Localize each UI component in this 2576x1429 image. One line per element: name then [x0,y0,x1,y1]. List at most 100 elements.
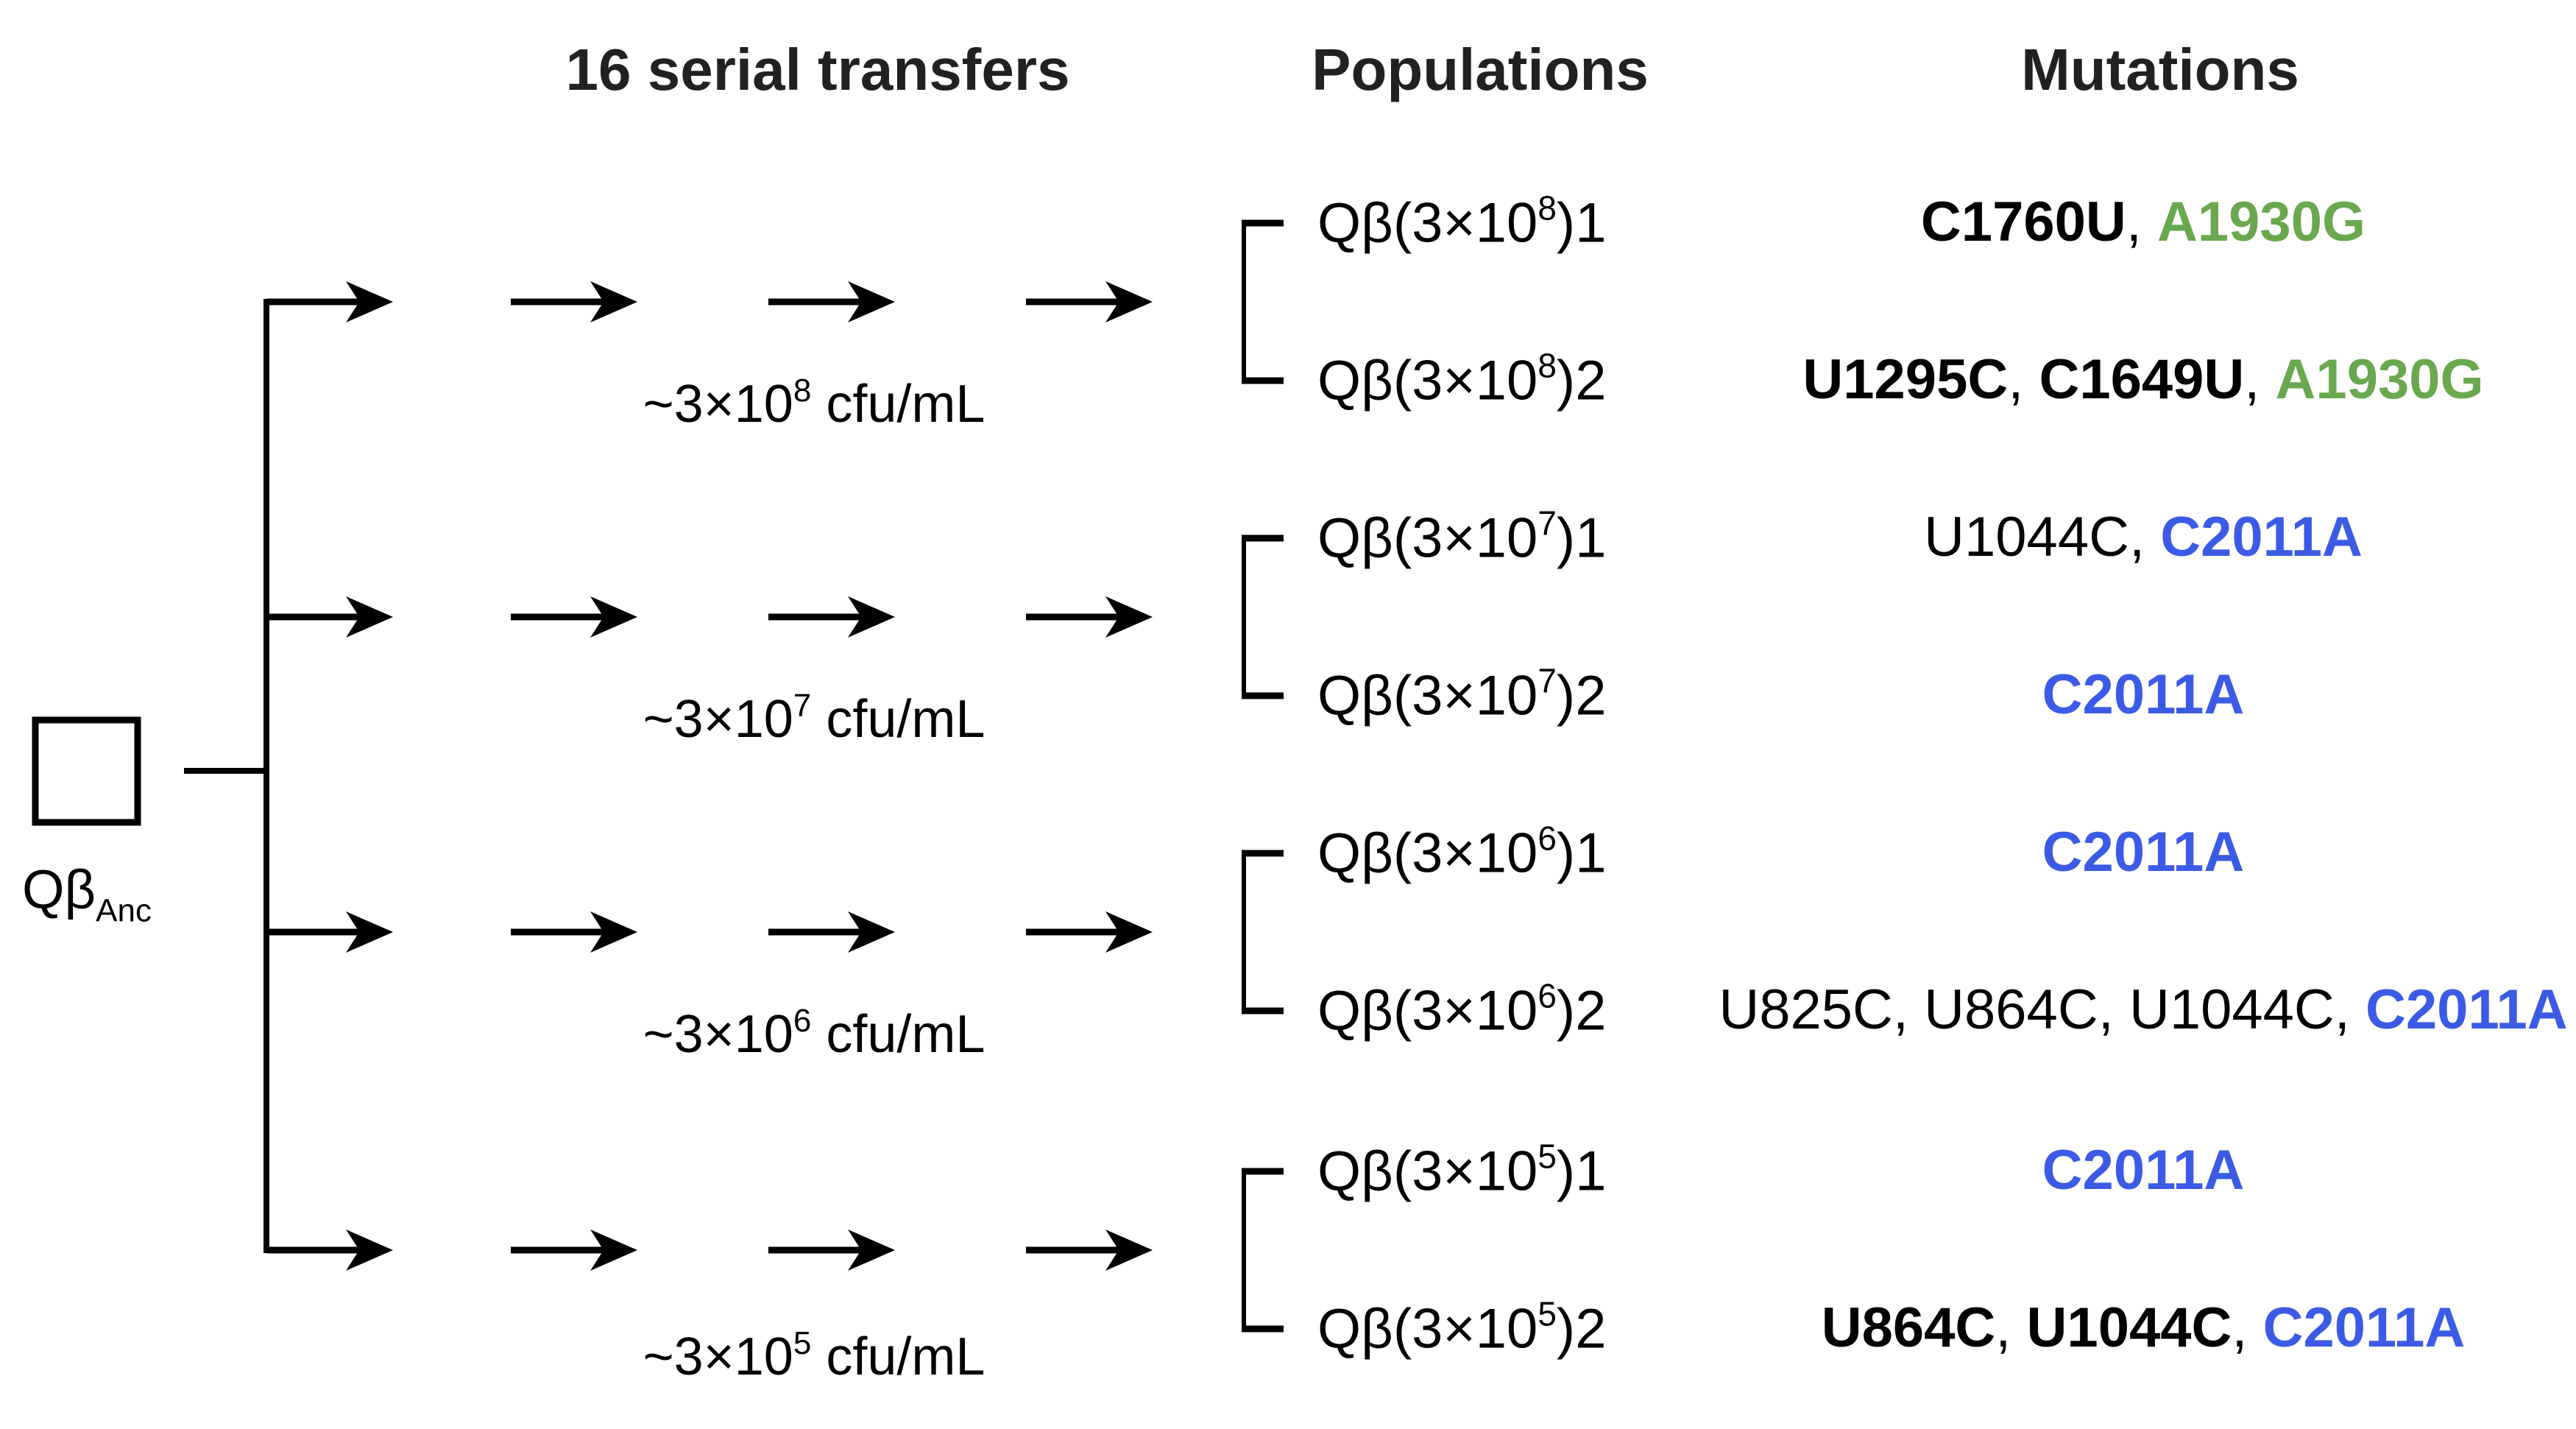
cfu-label-text: ~3×10 [643,690,793,749]
population-label-text: Qβ(3×10 [1317,664,1538,727]
mutation-separator: , [2232,1296,2263,1359]
mutation-separator: , [1892,978,1925,1041]
population-label-suffix: )1 [1556,822,1607,885]
transfer-arrow [511,596,637,638]
cfu-label-text: ~3×10 [643,1327,793,1386]
cfu-label-text: ~3×10 [643,1005,793,1064]
transfer-arrow [1026,1229,1153,1271]
population-label: Qβ(3×105)2 [1317,1294,1607,1361]
cfu-label-exponent: 8 [793,373,812,409]
transfer-arrow [266,281,393,322]
ancestor-label-subscript: Anc [96,892,152,929]
ancestor-label-base: Qβ [22,858,96,920]
mutation-list: C2011A [2042,820,2245,884]
population-label-exponent: 7 [1538,504,1557,543]
cfu-label-unit: cfu/mL [811,1005,986,1064]
transfer-arrow [768,596,895,638]
population-pair-bracket [1242,220,1284,384]
cfu-label-text: ~3×10 [643,375,793,434]
population-label: Qβ(3×107)2 [1317,661,1607,728]
population-label-exponent: 7 [1538,661,1557,700]
mutation-separator: , [2098,978,2129,1041]
mutation-token: U864C [1821,1296,1996,1359]
mutation-token: C2011A [2160,505,2363,568]
mutation-list: U1295C, C1649U, A1930G [1802,347,2483,412]
cfu-label-unit: cfu/mL [811,1327,986,1386]
population-label-text: Qβ(3×10 [1317,349,1538,412]
mutation-list: U825C, U864C, U1044C, C2011A [1719,978,2567,1042]
population-pair-bracket [1242,1168,1284,1332]
population-label-suffix: )2 [1556,664,1607,727]
transfer-arrow [768,911,895,953]
population-label: Qβ(3×108)2 [1317,346,1607,413]
population-label-exponent: 6 [1538,976,1557,1015]
cfu-label: ~3×107 cfu/mL [643,688,986,749]
population-label: Qβ(3×106)2 [1317,976,1607,1043]
mutation-token: C2011A [2042,663,2245,726]
mutation-separator: , [2129,505,2161,568]
mutation-separator: , [2334,978,2366,1041]
cfu-label-unit: cfu/mL [811,690,986,749]
transfer-arrow [1026,281,1153,322]
mutation-separator: , [1995,1296,2027,1359]
mutation-token: U864C [1924,978,2098,1041]
population-label-exponent: 8 [1538,188,1557,227]
population-label-exponent: 8 [1538,346,1557,385]
transfer-arrow [1026,911,1153,953]
mutation-list: C1760U, A1930G [1921,190,2366,254]
transfer-arrow [266,911,393,953]
population-label-suffix: )2 [1556,979,1607,1042]
mutation-token: C1760U [1920,190,2126,253]
population-label-suffix: )2 [1556,1297,1607,1361]
header-populations: Populations [1312,36,1649,104]
transfer-arrow [511,911,637,953]
population-pair-bracket [1242,535,1284,699]
mutation-token: C2011A [2366,978,2568,1041]
cfu-label-exponent: 6 [793,1003,812,1039]
mutation-separator: , [2126,190,2157,253]
mutation-separator: , [2008,347,2039,411]
cfu-label: ~3×105 cfu/mL [643,1325,986,1387]
mutation-token: U825C [1719,978,1893,1041]
mutation-token: A1930G [2275,347,2484,411]
header-mutations-text: Mutations [2021,37,2299,102]
transfer-arrow [511,281,637,322]
population-label-suffix: )1 [1556,1140,1607,1203]
cfu-label: ~3×108 cfu/mL [643,373,986,434]
population-label: Qβ(3×108)1 [1317,188,1607,255]
transfer-arrow [1026,596,1153,638]
mutation-list: C2011A [2042,663,2245,727]
mutation-token: U1044C [1924,505,2129,568]
mutation-token: U1044C [2026,1296,2232,1359]
population-label: Qβ(3×105)1 [1317,1137,1607,1204]
population-label-suffix: )2 [1556,349,1607,412]
ancestor-label: QβAnc [22,858,152,930]
population-label: Qβ(3×107)1 [1317,504,1607,571]
transfer-arrow [768,281,895,322]
population-label-text: Qβ(3×10 [1317,191,1538,255]
cfu-label-exponent: 7 [793,688,812,724]
population-label-text: Qβ(3×10 [1317,979,1538,1042]
population-label-text: Qβ(3×10 [1317,1297,1538,1361]
header-populations-text: Populations [1312,37,1649,102]
mutation-list: U1044C, C2011A [1924,505,2363,569]
population-label-text: Qβ(3×10 [1317,822,1538,885]
population-label-suffix: )1 [1556,191,1607,255]
transfer-arrow [768,1229,895,1271]
cfu-label-unit: cfu/mL [811,375,986,434]
mutation-list: C2011A [2042,1138,2245,1202]
population-label-exponent: 5 [1538,1294,1557,1333]
population-label-exponent: 6 [1538,819,1557,858]
mutation-token: A1930G [2157,190,2366,253]
mutation-token: C2011A [2262,1296,2466,1359]
cfu-label-exponent: 5 [793,1325,812,1361]
cfu-label: ~3×106 cfu/mL [643,1003,986,1065]
mutation-separator: , [2244,347,2276,411]
population-label-text: Qβ(3×10 [1317,507,1538,570]
population-label-text: Qβ(3×10 [1317,1140,1538,1203]
transfer-arrow [266,596,393,638]
mutation-token: C2011A [2042,820,2245,883]
header-serial-transfers: 16 serial transfers [566,36,1070,104]
transfer-arrow [511,1229,637,1271]
